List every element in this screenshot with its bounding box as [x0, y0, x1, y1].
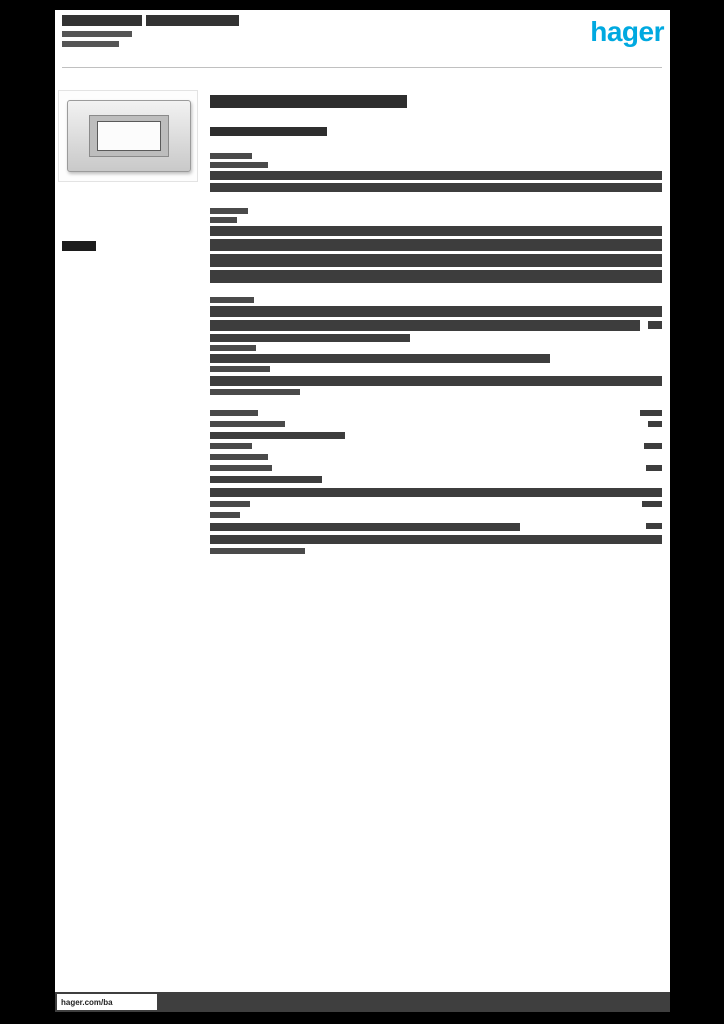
- redacted-text-line: [210, 523, 520, 531]
- redacted-text-line: [210, 345, 256, 351]
- redacted-text-line: [210, 239, 662, 251]
- redacted-text-line: [642, 501, 662, 507]
- footer-site-url: hager.com/ba: [61, 997, 113, 1007]
- redacted-text-line: [210, 535, 662, 544]
- faceplate-image-opening: [97, 121, 161, 151]
- redacted-text-line: [62, 31, 132, 37]
- redacted-text-line: [648, 421, 662, 427]
- redacted-text-line: [210, 389, 300, 395]
- redacted-text-line: [210, 270, 662, 283]
- redacted-text-line: [210, 512, 240, 518]
- redacted-text-line: [644, 443, 662, 449]
- faceplate-image-outer: [67, 100, 191, 172]
- redacted-text-line: [210, 354, 550, 363]
- redacted-text-line: [210, 488, 662, 497]
- redacted-text-line: [648, 321, 662, 329]
- redacted-text-line: [210, 297, 254, 303]
- redacted-text-line: [62, 241, 96, 251]
- redacted-text-line: [210, 183, 662, 192]
- redacted-text-line: [210, 465, 272, 471]
- datasheet-page: hager hager.com/ba: [55, 10, 670, 1012]
- redacted-text-line: [210, 171, 662, 180]
- redacted-text-line: [210, 410, 258, 416]
- redacted-text-line: [210, 421, 285, 427]
- redacted-text-line: [62, 41, 119, 47]
- redacted-text-line: [646, 523, 662, 529]
- redacted-text-line: [210, 153, 252, 159]
- redacted-text-line: [210, 217, 237, 223]
- redacted-text-line: [210, 432, 345, 439]
- redacted-text-line: [210, 208, 248, 214]
- redacted-text-line: [210, 254, 662, 267]
- redacted-text-line: [210, 454, 268, 460]
- faceplate-image-ring: [89, 115, 169, 157]
- redacted-text-line: [640, 410, 662, 416]
- redacted-text-line: [210, 366, 270, 372]
- redacted-text-line: [210, 306, 662, 317]
- hager-logo: hager: [590, 16, 664, 47]
- redacted-text-line: [210, 334, 410, 342]
- redacted-text-line: [210, 376, 662, 386]
- redacted-text-line: [210, 501, 250, 507]
- redacted-text-line: [646, 465, 662, 471]
- redacted-text-line: [210, 95, 407, 108]
- redacted-text-line: [210, 320, 640, 331]
- product-photo: [58, 90, 198, 182]
- redacted-text-line: [62, 15, 142, 26]
- footer-bar: hager.com/ba: [55, 992, 670, 1012]
- redaction-layer: [55, 10, 670, 1012]
- redacted-text-line: [62, 67, 662, 68]
- footer-site-box: hager.com/ba: [57, 994, 157, 1010]
- redacted-text-line: [210, 226, 662, 236]
- redacted-text-line: [210, 127, 327, 136]
- redacted-text-line: [210, 162, 268, 168]
- redacted-text-line: [210, 443, 252, 449]
- redacted-text-line: [146, 15, 239, 26]
- redacted-text-line: [210, 476, 322, 483]
- redacted-text-line: [210, 548, 305, 554]
